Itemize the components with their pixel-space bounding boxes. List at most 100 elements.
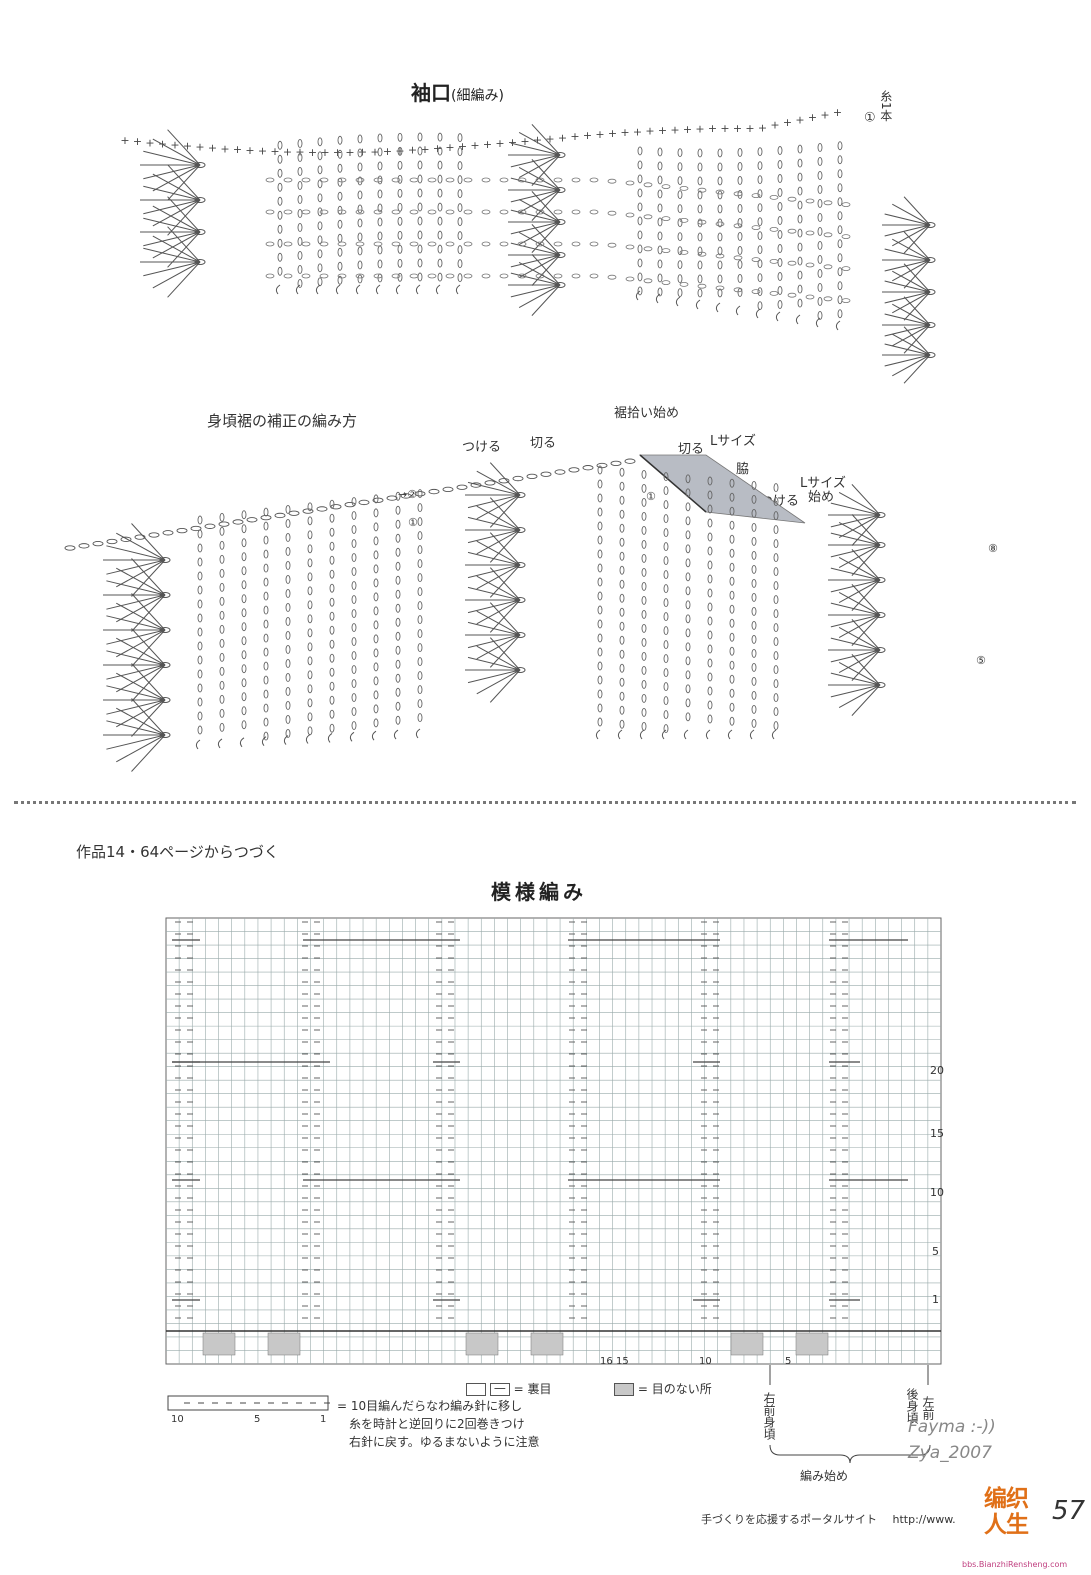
chain-stitch: [337, 247, 343, 257]
chain-stitch: [685, 670, 691, 680]
chain-stitch: [787, 196, 797, 202]
loop-end: [335, 284, 341, 295]
chain-stitch: [417, 160, 423, 170]
single-crochet-mark: +: [420, 143, 429, 156]
chain-stitch: [263, 507, 269, 517]
chain-stitch: [663, 486, 669, 496]
single-crochet-mark: +: [520, 135, 529, 148]
chain-stitch: [241, 636, 247, 646]
shell-stitch-line: [510, 209, 561, 223]
chain-stitch: [597, 633, 603, 643]
chain-stitch: [625, 180, 635, 186]
shell-stitch-line: [903, 231, 931, 261]
chain-stitch: [351, 567, 357, 576]
chain-stitch: [787, 228, 797, 234]
shell-stitch-line: [851, 619, 881, 651]
chain-stitch: [263, 521, 269, 531]
chain-stitch: [445, 241, 455, 247]
chain-stitch: [263, 661, 269, 671]
single-crochet-mark: +: [633, 125, 642, 138]
chain-stitch: [597, 479, 603, 489]
continuation-note: 作品14・64ページからつづく: [76, 843, 279, 861]
chain-stitch: [395, 673, 401, 683]
loop-end: [683, 729, 689, 740]
chain-stitch: [717, 288, 723, 298]
chain-stitch: [397, 216, 403, 226]
chain-stitch: [417, 188, 423, 198]
shell-stitch-line: [510, 177, 561, 191]
chain-stitch: [357, 232, 363, 242]
chain-stitch: [797, 228, 803, 238]
row-number-5: 5: [932, 1245, 939, 1258]
chain-stitch: [773, 567, 779, 577]
chain-stitch: [351, 525, 357, 534]
chain-stitch: [597, 465, 603, 475]
chain-stitch: [597, 521, 603, 531]
loop-end: [305, 734, 311, 744]
chain-stitch: [417, 587, 423, 597]
shell-stitch-line: [489, 529, 521, 563]
chain-stitch: [679, 249, 689, 255]
chain-stitch: [797, 144, 803, 154]
chain-stitch: [481, 241, 491, 247]
shell-stitch-line: [489, 602, 521, 636]
legend-blank-square: [466, 1383, 486, 1396]
chain-stitch: [337, 241, 347, 247]
chain-stitch: [373, 241, 383, 247]
chain-stitch: [197, 529, 203, 539]
chain-stitch: [197, 543, 203, 553]
shell-stitch-line: [467, 481, 521, 496]
chain-stitch: [263, 605, 269, 615]
chain-stitch: [329, 527, 335, 537]
chain-stitch: [663, 640, 669, 650]
chain-stitch: [277, 224, 283, 234]
chain-stitch: [733, 223, 743, 229]
chain-stitch: [373, 578, 379, 588]
shell-stitch-line: [106, 580, 166, 596]
grid-border: [165, 917, 942, 1365]
thread-line: [639, 454, 707, 513]
shell-stitch-line: [152, 199, 201, 227]
chain-stitch: [358, 499, 370, 506]
chain-stitch: [417, 244, 423, 254]
chain-stitch: [357, 148, 363, 158]
chain-stitch: [737, 162, 743, 171]
chain-stitch: [397, 174, 403, 184]
shell-stitch-line: [518, 199, 561, 223]
loop-end: [261, 736, 267, 747]
chain-stitch: [219, 708, 225, 718]
chain-stitch: [194, 162, 206, 168]
chain-stitch: [414, 491, 426, 497]
chain-stitch: [499, 273, 509, 279]
loop-end: [371, 730, 377, 741]
shell-stitch-line: [131, 699, 166, 737]
chain-stitch: [526, 473, 538, 480]
chain-stitch: [219, 652, 225, 662]
chain-stitch: [685, 614, 691, 624]
chain-stitch: [351, 553, 357, 562]
single-crochet-mark: +: [120, 134, 129, 147]
chain-stitch: [301, 273, 311, 279]
row-number-1: 1: [932, 1293, 939, 1306]
shell-stitch-line: [851, 579, 881, 611]
chain-stitch: [246, 517, 258, 523]
chain-stitch: [241, 608, 247, 618]
shell-stitch-line: [131, 594, 166, 632]
chain-stitch: [373, 718, 379, 728]
chain-stitch: [417, 517, 423, 527]
chain-stitch: [717, 190, 723, 200]
chain-stitch: [417, 559, 423, 569]
chain-stitch: [707, 532, 713, 542]
legend-purl: — = 裏目: [466, 1380, 552, 1397]
chain-stitch: [817, 269, 823, 278]
chain-stitch: [499, 177, 509, 183]
chain-stitch: [535, 177, 545, 183]
single-crochet-mark: +: [333, 146, 342, 159]
chain-stitch: [805, 294, 815, 300]
chain-stitch: [319, 273, 329, 279]
chain-stitch: [397, 258, 403, 268]
chain-stitch: [643, 182, 653, 188]
chain-stitch: [641, 525, 647, 535]
chain-stitch: [837, 155, 843, 165]
shell-stitch-line: [851, 614, 881, 646]
